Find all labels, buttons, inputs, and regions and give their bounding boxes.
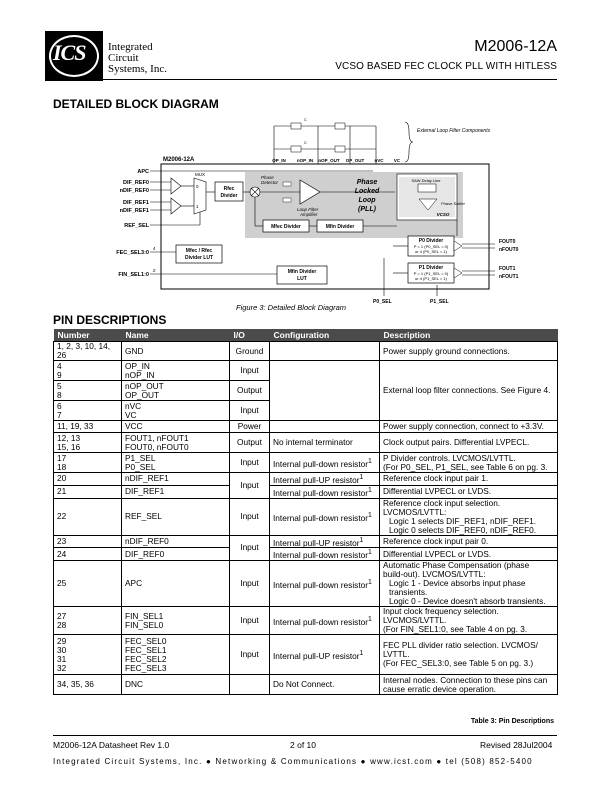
table-row: 24 DIF_REF0 Internal pull-down resistor1…: [53, 547, 558, 562]
company-logo: ICS: [45, 31, 103, 81]
p0-label: or 4 (P0_SEL = 1): [415, 249, 448, 254]
pin-label: nFOUT0: [499, 247, 519, 253]
bus-width-label: 4: [153, 246, 156, 251]
pin-label: DIF_REF1: [123, 200, 149, 206]
footer-page: 2 of 10: [290, 740, 316, 750]
p1-label: P = 1 (P1_SEL = 0): [414, 271, 449, 276]
pin-label: OP_OUT: [346, 158, 365, 163]
p0-label: P0 Divider: [419, 238, 444, 244]
mux-label: MUX: [195, 172, 205, 177]
pin-label: nOP_OUT: [318, 158, 340, 163]
pin-label: FOUT0: [499, 239, 516, 245]
mfec-lut-label: Mfec / Rfec: [186, 248, 213, 254]
pin-label: nDIF_REF0: [120, 188, 149, 194]
pin-label: nFOUT1: [499, 274, 519, 280]
phase-detector-label: Detector: [261, 180, 279, 185]
pin-label: REF_SEL: [124, 223, 149, 229]
loop-filter-label: Amplifier: [299, 212, 318, 217]
table-caption: Table 3: Pin Descriptions: [470, 718, 554, 725]
pin-label: FOUT1: [499, 266, 516, 272]
mfin-lut-label: LUT: [297, 276, 307, 282]
footer-right: Revised 28Jul2004: [480, 740, 553, 750]
pin-label: P0_SEL: [373, 299, 392, 305]
rfec-label: Rfec: [224, 186, 235, 192]
pin-label: nOP_IN: [297, 158, 313, 163]
company-name: Integrated Circuit Systems, Inc.: [108, 41, 167, 75]
mfin-lut-label: Mfin Divider: [288, 269, 317, 275]
chip-label: M2006-12A: [163, 157, 195, 163]
pin-description-table: Number Name I/O Configuration Descriptio…: [53, 329, 558, 696]
mux: [193, 177, 207, 215]
footer-rule: [53, 735, 557, 736]
phase-detector-label: Phase: [261, 175, 274, 180]
mfec-divider-label: Mfec Divider: [271, 224, 301, 230]
loop-filter-amp: [299, 179, 321, 205]
saw-label: SAW Delay Line: [412, 178, 442, 183]
pll-label: Locked: [355, 188, 380, 195]
table-row: 25 APC Input Internal pull-down resistor…: [53, 560, 558, 608]
table-row: 21 DIF_REF1 Internal pull-down resistor1…: [53, 484, 558, 499]
svg-text:C: C: [304, 140, 307, 145]
loop-filter-label: Loop Filter: [297, 207, 319, 212]
pin-label: P1_SEL: [430, 299, 449, 305]
footer-contact: Integrated Circuit Systems, Inc. ● Netwo…: [53, 757, 533, 766]
table-row: 20 nDIF_REF1 Input Internal pull-UP resi…: [53, 472, 558, 499]
block-diagram-heading: DETAILED BLOCK DIAGRAM: [53, 97, 219, 111]
pin-label: nDIF_REF1: [120, 208, 149, 214]
rfec-divider: [214, 181, 244, 202]
external-filter-label: External Loop Filter Components: [417, 128, 491, 134]
document-subtitle: VCSO BASED FEC CLOCK PLL WITH HITLESS: [335, 61, 557, 72]
table-row: 11, 19, 33 VCC Power Power supply connec…: [53, 420, 558, 433]
figure-caption: Figure 3: Detailed Block Diagram: [236, 303, 346, 312]
pin-label: OP_IN: [272, 158, 286, 163]
pin-descriptions-heading: PIN DESCRIPTIONS: [53, 313, 167, 327]
column-header: Description: [379, 329, 558, 342]
rfec-label: Divider: [221, 193, 238, 199]
pin-label: FIN_SEL1:0: [118, 272, 149, 278]
table-header-row: Number Name I/O Configuration Descriptio…: [53, 329, 558, 342]
mfec-lut: [175, 244, 223, 264]
table-row: 34, 35, 36 DNC Do Not Connect. Internal …: [53, 674, 558, 696]
pll-label: (PLL): [358, 206, 377, 213]
pin-label: VC: [394, 158, 401, 163]
p1-label: or 4 (P1_SEL = 1): [415, 276, 448, 281]
vcso-label: VCSO: [437, 212, 450, 217]
column-header: Name: [121, 329, 230, 342]
mux-input-label: 0: [196, 184, 199, 189]
p1-label: P1 Divider: [419, 265, 444, 271]
bus-width-label: 2: [153, 268, 156, 273]
block-diagram: M2006-12A C C External Loop Filter Compo…: [116, 117, 519, 312]
column-header: Configuration: [269, 329, 380, 342]
part-number: M2006-12A: [474, 38, 557, 55]
column-header: Number: [53, 329, 122, 342]
p0-label: P = 1 (P0_SEL = 0): [414, 244, 449, 249]
mux-input-label: 1: [196, 204, 199, 209]
pin-label: FEC_SEL3:0: [116, 250, 149, 256]
table-row: 1, 2, 3, 10, 14, 26 GND Ground Power sup…: [53, 341, 558, 361]
mfin-lut: [276, 265, 328, 285]
mfec-lut-label: Divider LUT: [185, 255, 213, 261]
table-row: 22 REF_SEL Input Internal pull-down resi…: [53, 497, 558, 536]
pll-label: Phase: [357, 179, 378, 186]
pin-label: APC: [137, 169, 149, 175]
pin-label: nVC: [375, 158, 385, 163]
column-header: I/O: [229, 329, 270, 342]
header-rule: [53, 79, 557, 80]
pll-label: Loop: [358, 197, 376, 204]
svg-text:C: C: [304, 117, 307, 122]
footer-left: M2006-12A Datasheet Rev 1.0: [53, 740, 170, 750]
phase-shifter-label: Phase Shifter: [441, 201, 466, 206]
pin-label: DIF_REF0: [123, 180, 149, 186]
table-row: 23 nDIF_REF0 Input Internal pull-UP resi…: [53, 534, 558, 562]
external-loop-filter: C C External Loop Filter Components: [273, 117, 491, 164]
mfin-divider-label: Mfin Divider: [326, 224, 355, 230]
